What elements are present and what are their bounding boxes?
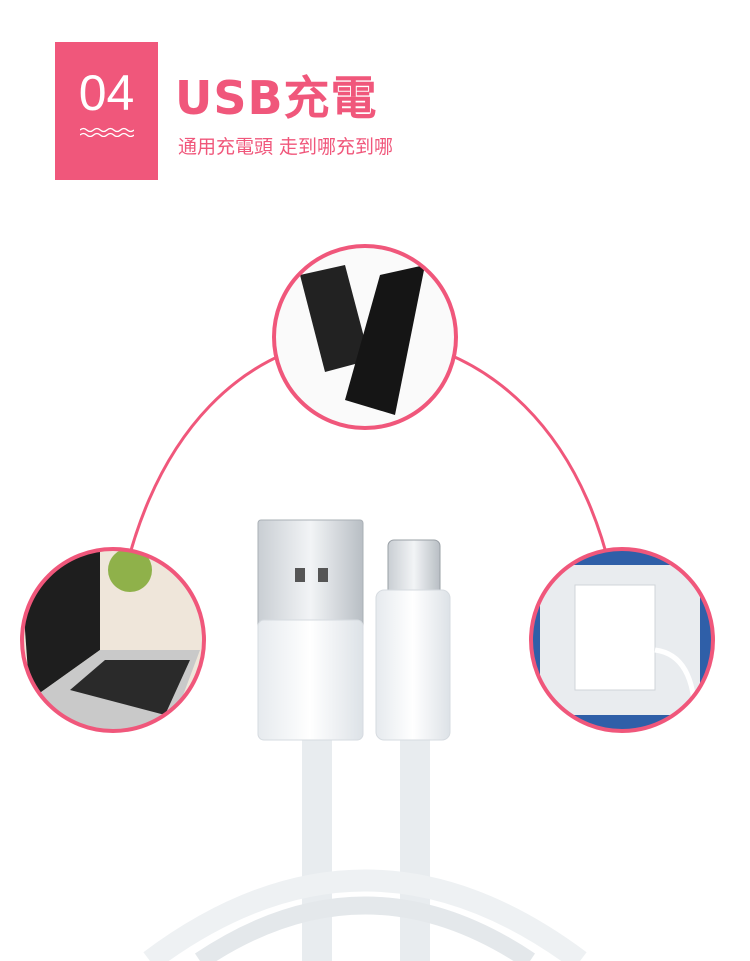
wall-charger-circle bbox=[529, 547, 715, 733]
wave-decoration-icon bbox=[80, 127, 134, 137]
section-subtitle: 通用充電頭 走到哪充到哪 bbox=[178, 136, 394, 158]
laptop-circle bbox=[20, 547, 206, 733]
power-bank-circle bbox=[272, 244, 458, 430]
section-number-badge: 04 bbox=[55, 42, 158, 180]
section-title: USB充電 bbox=[175, 71, 378, 125]
section-number: 04 bbox=[78, 65, 135, 121]
usb-cable bbox=[143, 519, 587, 961]
